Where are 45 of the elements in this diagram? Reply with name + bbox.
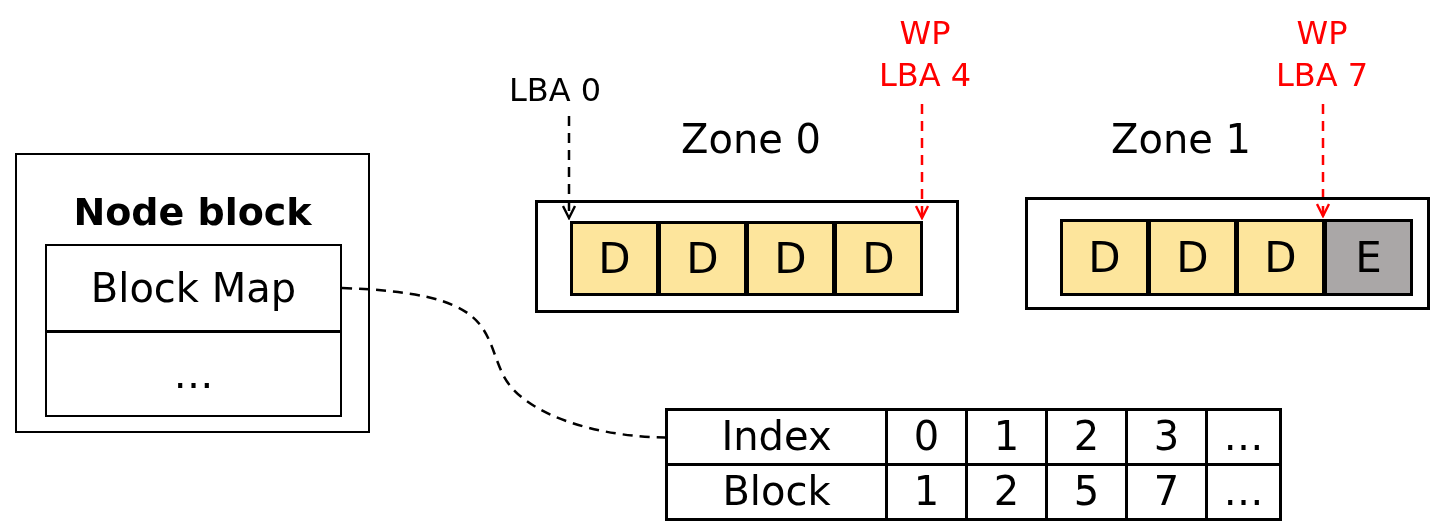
table-cell: 3 xyxy=(1128,411,1208,466)
pointer-label: LBA 7 xyxy=(1275,55,1369,96)
block-letter: D xyxy=(774,233,807,284)
data-block-cell xyxy=(570,221,659,296)
arrow xyxy=(561,116,577,220)
block-letter: D xyxy=(1176,232,1209,283)
row-label: … xyxy=(173,350,214,398)
data-block-cell xyxy=(834,221,923,296)
row-label: Block Map xyxy=(90,264,297,312)
table-cell: Index xyxy=(668,411,888,466)
pointer-label: WP xyxy=(899,13,951,54)
data-block-cell xyxy=(1148,219,1237,296)
arrow xyxy=(914,104,930,220)
table-cell: 0 xyxy=(888,411,968,466)
block-letter: D xyxy=(1088,232,1121,283)
block-letter: D xyxy=(686,233,719,284)
table-cell: 7 xyxy=(1128,466,1208,521)
pointer-label: WP xyxy=(1296,13,1348,54)
pointer-label: LBA 0 xyxy=(508,70,602,111)
block-letter: D xyxy=(862,233,895,284)
table-cell: 5 xyxy=(1048,466,1128,521)
zone-label: Zone 1 xyxy=(1110,115,1252,163)
table-cell: Block xyxy=(668,466,888,521)
table-cell: 2 xyxy=(968,466,1048,521)
box-heading: Node block xyxy=(72,189,313,235)
leader-line xyxy=(341,286,666,439)
table-cell: 2 xyxy=(1048,411,1128,466)
data-block-cell xyxy=(1236,219,1325,296)
block-letter: E xyxy=(1355,232,1382,283)
table-cell: … xyxy=(1208,411,1282,466)
block-map-table xyxy=(665,408,1282,521)
arrow xyxy=(1315,104,1331,218)
block-letter: D xyxy=(598,233,631,284)
data-block-cell xyxy=(658,221,747,296)
block-letter: D xyxy=(1264,232,1297,283)
table-cell: 1 xyxy=(888,466,968,521)
pointer-label: LBA 4 xyxy=(878,55,972,96)
node-block-box xyxy=(15,153,370,433)
table-row-box xyxy=(45,244,342,332)
table-cell: … xyxy=(1208,466,1282,521)
table-cell: 1 xyxy=(968,411,1048,466)
data-block-cell xyxy=(1060,219,1149,296)
data-block-cell xyxy=(746,221,835,296)
zone-label: Zone 0 xyxy=(680,115,822,163)
table-row-box xyxy=(45,331,342,417)
